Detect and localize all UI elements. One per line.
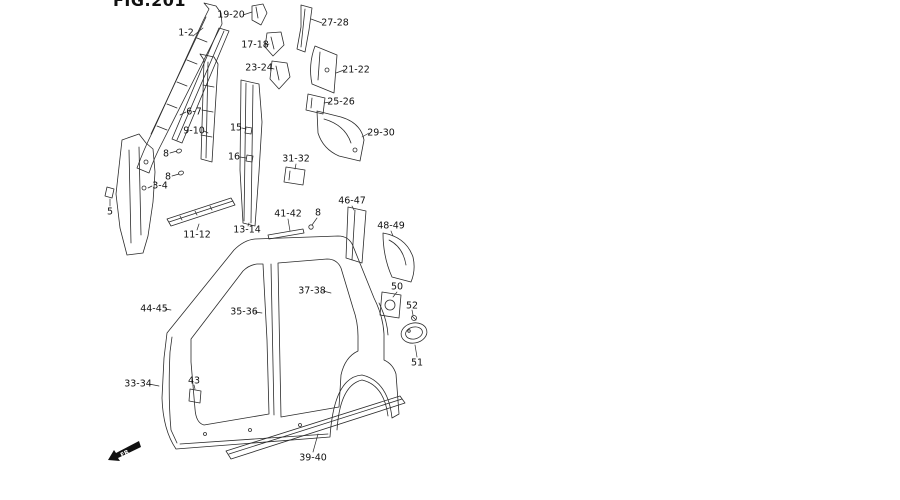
part-label-8: 8 [162, 148, 170, 160]
part-label-48-49: 48-49 [377, 220, 405, 232]
part-label-25-26: 25-26 [327, 96, 355, 108]
part-label-5: 5 [106, 206, 114, 218]
part-roof-bracket-b-drawing [264, 31, 285, 57]
part-panel-21-22-drawing [310, 45, 338, 94]
part-label-33-34: 33-34 [124, 378, 152, 390]
part-roof-bracket-a-drawing [251, 3, 268, 26]
part-sill-extension-39-40-drawing [225, 395, 406, 460]
part-fuel-pocket-50-drawing [379, 291, 402, 319]
part-quarter-inner-29-30-drawing [316, 110, 365, 162]
part-roof-bracket-c-drawing [269, 60, 291, 90]
part-body-side-outer-drawing [161, 235, 400, 450]
part-fuel-lid-51-drawing [400, 322, 428, 344]
part-label-31-32: 31-32 [282, 153, 310, 165]
leader-lines [109, 11, 418, 453]
part-b-pillar-strip-drawing [199, 53, 219, 163]
part-label-43: 43 [187, 375, 201, 387]
part-label-50: 50 [390, 281, 404, 293]
part-screw-52-drawing [411, 315, 417, 321]
part-label-39-40: 39-40 [299, 452, 327, 464]
part-roof-rail-41-42-drawing [267, 228, 305, 240]
part-label-46-47: 46-47 [338, 195, 366, 207]
part-front-pillar-inner-drawing [171, 27, 230, 144]
part-sill-strip-drawing [166, 197, 236, 227]
part-label-27-28: 27-28 [321, 17, 349, 29]
part-label-37-38: 37-38 [298, 285, 326, 297]
part-label-17-18: 17-18 [241, 39, 269, 51]
part-label-15: 15 [229, 122, 243, 134]
part-label-19-20: 19-20 [217, 9, 245, 21]
part-front-pillar-upper-drawing [136, 2, 223, 174]
part-rail-27-28-drawing [296, 4, 313, 53]
part-label-9-10: 9-10 [183, 125, 205, 137]
part-label-1-2: 1-2 [178, 27, 194, 39]
part-label-11-12: 11-12 [183, 229, 211, 241]
part-label-3-4: 3-4 [152, 180, 168, 192]
fr-direction-indicator: FR [108, 441, 141, 461]
part-front-pillar-lower-drawing [115, 133, 156, 256]
part-bracket-43-drawing [188, 388, 202, 404]
part-25-26-drawing [305, 93, 326, 115]
part-label-6-7: 6-7 [186, 106, 202, 118]
part-46-47-drawing [345, 206, 367, 264]
part-label-52: 52 [405, 300, 419, 312]
part-label-29-30: 29-30 [367, 127, 395, 139]
part-label-35-36: 35-36 [230, 306, 258, 318]
part-label-44-45: 44-45 [140, 303, 168, 315]
part-label-41-42: 41-42 [274, 208, 302, 220]
figure-title: FIG.201 [113, 0, 186, 10]
part-31-32-drawing [283, 166, 306, 186]
part-label-51: 51 [410, 357, 424, 369]
part-label-13-14: 13-14 [233, 224, 261, 236]
part-b-pillar-panel-drawing [239, 79, 263, 227]
fr-arrow-icon [108, 441, 141, 461]
part-bracket-5-drawing [104, 186, 115, 199]
fr-arrow-label: FR [119, 449, 130, 459]
part-label-16: 16 [227, 151, 241, 163]
part-label-8: 8 [164, 171, 172, 183]
part-wheelhouse-48-49-drawing [382, 232, 415, 283]
part-label-23-24: 23-24 [245, 62, 273, 74]
part-label-8: 8 [314, 207, 322, 219]
part-label-21-22: 21-22 [342, 64, 370, 76]
